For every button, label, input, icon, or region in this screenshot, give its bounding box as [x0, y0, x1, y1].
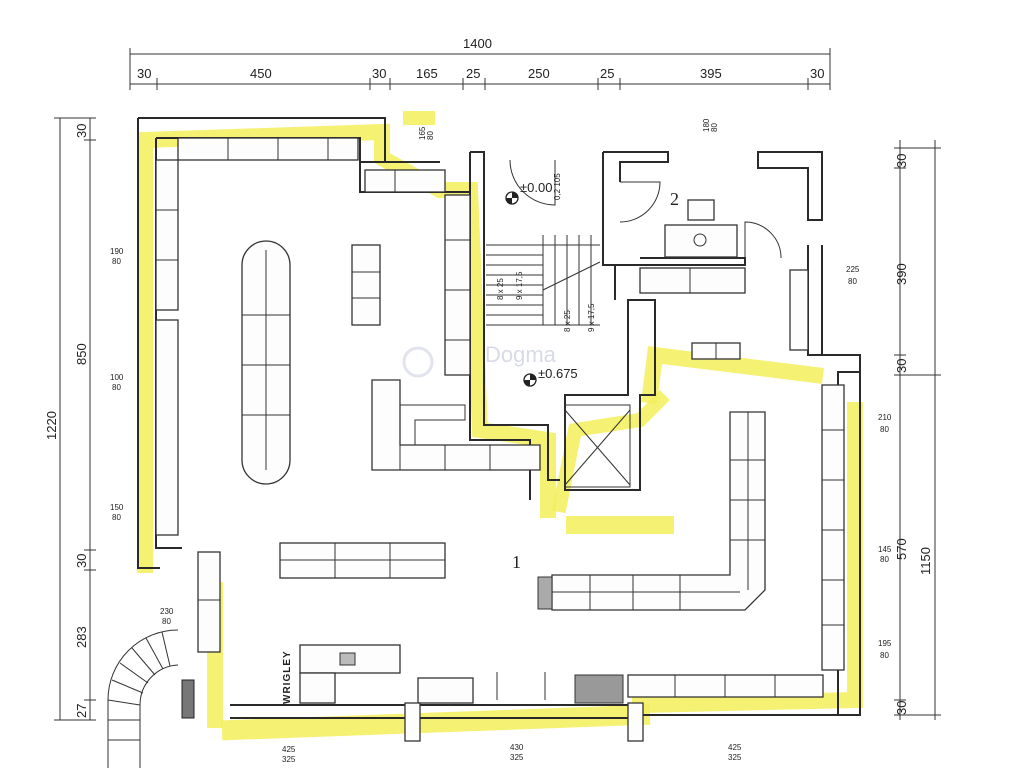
- central-stairs: 8 x 25 9 x 17,5 8 x 25 9 x 17,5: [486, 235, 601, 332]
- dim-left-1: 850: [74, 343, 89, 365]
- watermark-text: Dogma: [485, 342, 557, 367]
- window-label-7-b: 80: [880, 425, 889, 434]
- doors: 0,2 105: [509, 159, 782, 259]
- dim-left-3: 283: [74, 626, 89, 648]
- window-label-1-a: 180: [702, 118, 711, 132]
- room-label-2: 2: [670, 189, 679, 209]
- window-label-5-b: 80: [162, 617, 171, 626]
- window-label-11-a: 430: [510, 743, 524, 752]
- elevation-main-text: ±0.675: [538, 366, 578, 381]
- shelving: [155, 137, 845, 742]
- dim-total-width: 1400: [463, 36, 492, 51]
- window-label-1-b: 80: [710, 123, 719, 132]
- window-label-7-a: 210: [878, 413, 892, 422]
- dim-top-5: 250: [528, 66, 550, 81]
- top-dimensions: 1400 30 450 30 165 25 250 25 395 30: [129, 36, 831, 90]
- elevation-top: ±0.00: [505, 180, 552, 205]
- dim-left-0: 30: [74, 124, 89, 138]
- room-label-1: 1: [512, 552, 521, 572]
- window-labels: 165 80 180 80 190 80 100 80 150 80 230 8…: [110, 118, 892, 764]
- watermark: Dogma: [402, 342, 557, 378]
- window-label-5-a: 230: [160, 607, 174, 616]
- window-label-0-a: 165: [418, 126, 427, 140]
- window-label-6-a: 225: [846, 265, 860, 274]
- window-label-12-b: 325: [728, 753, 742, 762]
- window-label-8-b: 80: [880, 555, 889, 564]
- window-label-2-b: 80: [112, 257, 121, 266]
- window-label-10-a: 425: [282, 745, 296, 754]
- dim-top-4: 25: [466, 66, 480, 81]
- window-label-10-b: 325: [282, 755, 296, 764]
- dim-right-5: 30: [894, 701, 909, 715]
- dim-top-6: 25: [600, 66, 614, 81]
- left-dimensions: 1220 30 850 30 283 27: [44, 117, 96, 721]
- window-label-9-a: 195: [878, 639, 892, 648]
- window-label-4-a: 150: [110, 503, 124, 512]
- dim-left-2: 30: [74, 554, 89, 568]
- window-label-3-b: 80: [112, 383, 121, 392]
- dim-top-2: 30: [372, 66, 386, 81]
- stair-dims-right-b: 9 x 17,5: [587, 303, 596, 332]
- window-label-9-b: 80: [880, 651, 889, 660]
- dim-right-1: 390: [894, 263, 909, 285]
- window-label-0-b: 80: [426, 131, 435, 140]
- dim-right-2: 30: [894, 359, 909, 373]
- door-label: 0,2 105: [553, 173, 562, 200]
- dim-top-0: 30: [137, 66, 151, 81]
- brand-label: WRIGLEY: [282, 650, 293, 704]
- dim-top-7: 395: [700, 66, 722, 81]
- dim-top-1: 450: [250, 66, 272, 81]
- window-label-6-b: 80: [848, 277, 857, 286]
- dim-top-8: 30: [810, 66, 824, 81]
- stair-dims-left-a: 8 x 25: [496, 278, 505, 300]
- dim-total-height: 1220: [44, 411, 59, 440]
- window-label-11-b: 325: [510, 753, 524, 762]
- right-dimensions: 30 390 30 1150 570 30: [894, 140, 941, 720]
- elevation-main: ±0.675: [523, 366, 578, 387]
- dim-right-0: 30: [894, 154, 909, 168]
- window-label-4-b: 80: [112, 513, 121, 522]
- spiral-stair: [107, 629, 179, 768]
- window-label-12-a: 425: [728, 743, 742, 752]
- window-label-8-a: 145: [878, 545, 892, 554]
- dim-right-4: 570: [894, 538, 909, 560]
- elevation-top-text: ±0.00: [520, 180, 552, 195]
- window-label-3-a: 100: [110, 373, 124, 382]
- stair-dims-left-b: 9 x 17,5: [515, 271, 524, 300]
- stair-dims-right-a: 8 x 25: [563, 310, 572, 332]
- dim-top-3: 165: [416, 66, 438, 81]
- window-label-2-a: 190: [110, 247, 124, 256]
- dim-left-4: 27: [74, 704, 89, 718]
- dim-right-3: 1150: [918, 547, 933, 575]
